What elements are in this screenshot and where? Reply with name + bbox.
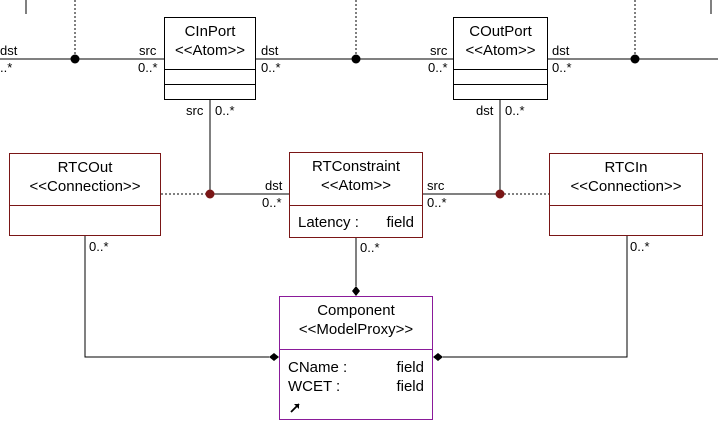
cinport-name: CInPort: [184, 23, 236, 40]
rtcin-box[interactable]: RTCIn <<Connection>>: [549, 153, 703, 236]
rtcin-stereotype: <<Connection>>: [570, 178, 682, 195]
mult-label-src-cinport: 0..*: [138, 60, 158, 75]
role-label-src-cinport-bottom: src: [186, 103, 204, 118]
role-label-src-cinport: src: [139, 43, 157, 58]
component-box[interactable]: Component <<ModelProxy>> CName : field W…: [279, 296, 433, 420]
coutport-box[interactable]: COutPort <<Atom>>: [453, 17, 548, 100]
role-label-dst-topleft: dst: [0, 43, 18, 58]
rtcin-to-component-line[interactable]: [443, 236, 628, 358]
rtcout-box[interactable]: RTCOut <<Connection>>: [9, 153, 161, 236]
junction-dot-top-mid[interactable]: [351, 54, 361, 64]
composition-diamond-right: [433, 353, 443, 361]
rtconstraint-name: RTConstraint: [311, 158, 401, 175]
rtconstraint-stereotype: <<Atom>>: [320, 177, 392, 194]
component-header: Component <<ModelProxy>>: [280, 297, 432, 339]
coutport-header: COutPort <<Atom>>: [454, 18, 547, 60]
rtcout-header: RTCOut <<Connection>>: [10, 154, 160, 196]
component-name: Component: [317, 302, 395, 319]
mult-label-rtcout: 0..*: [89, 239, 109, 254]
cinport-separator: [165, 69, 255, 70]
mult-label-rtconstraint-bottom: 0..*: [360, 240, 380, 255]
cinport-header: CInPort <<Atom>>: [165, 18, 255, 60]
mult-label-dst-coutport: 0..*: [552, 60, 572, 75]
component-stereotype: <<ModelProxy>>: [298, 321, 414, 338]
coutport-name: COutPort: [469, 23, 532, 40]
cinport-box[interactable]: CInPort <<Atom>>: [164, 17, 256, 100]
role-label-dst-coutport-bottom: dst: [476, 103, 494, 118]
rtconstraint-header: RTConstraint <<Atom>>: [290, 153, 422, 195]
composition-diamond-left: [269, 353, 279, 361]
rtconstraint-separator: [290, 205, 422, 206]
rtcout-name: RTCOut: [57, 159, 113, 176]
role-label-src-rtconstraint: src: [427, 178, 445, 193]
component-separator: [280, 349, 432, 350]
attribute-name: CName :: [288, 359, 348, 376]
mult-label-dst-rtconstraint: 0..*: [262, 195, 282, 210]
role-label-dst-cinport: dst: [261, 43, 279, 58]
role-label-dst-rtconstraint: dst: [265, 178, 283, 193]
junction-dot-top-left[interactable]: [70, 54, 80, 64]
rtcout-to-component-line[interactable]: [84, 236, 269, 358]
rtcin-header: RTCIn <<Connection>>: [550, 154, 702, 196]
mult-label-src-rtconstraint: 0..*: [427, 195, 447, 210]
attribute-type: field: [396, 378, 424, 395]
proxy-arrow-icon[interactable]: [290, 402, 301, 413]
attribute-type: field: [396, 359, 424, 376]
coutport-separator-2: [454, 84, 547, 85]
junction-dot-mid-left[interactable]: [205, 189, 215, 199]
component-attributes: CName : field WCET : field: [288, 358, 424, 396]
rtcin-name: RTCIn: [604, 159, 648, 176]
attribute-type: field: [386, 214, 414, 231]
role-label-src-coutport: src: [430, 43, 448, 58]
mult-label-rtcin: 0..*: [630, 239, 650, 254]
junction-dot-mid-right[interactable]: [495, 189, 505, 199]
mult-label-coutport-bottom: 0..*: [505, 103, 525, 118]
cinport-stereotype: <<Atom>>: [174, 42, 246, 59]
mult-label-dst-cinport: 0..*: [261, 60, 281, 75]
coutport-stereotype: <<Atom>>: [465, 42, 536, 59]
composition-diamond-top: [352, 286, 360, 296]
rtcout-stereotype: <<Connection>>: [29, 178, 141, 195]
attribute-row[interactable]: Latency : field: [298, 213, 414, 232]
rtcout-separator: [10, 205, 160, 206]
rtconstraint-box[interactable]: RTConstraint <<Atom>> Latency : field: [289, 152, 423, 238]
attribute-row[interactable]: WCET : field: [288, 377, 424, 396]
mult-label-topleft: ..*: [0, 60, 13, 75]
attribute-name: Latency :: [298, 214, 359, 231]
coutport-separator: [454, 69, 547, 70]
rtconstraint-attributes: Latency : field: [298, 213, 414, 232]
attribute-row[interactable]: CName : field: [288, 358, 424, 377]
cinport-separator-2: [165, 84, 255, 85]
mult-label-src-coutport: 0..*: [428, 60, 448, 75]
junction-dot-top-right[interactable]: [630, 54, 640, 64]
mult-label-cinport-bottom: 0..*: [215, 103, 235, 118]
rtcin-separator: [550, 205, 702, 206]
role-label-dst-coutport: dst: [552, 43, 570, 58]
attribute-name: WCET :: [288, 378, 341, 395]
